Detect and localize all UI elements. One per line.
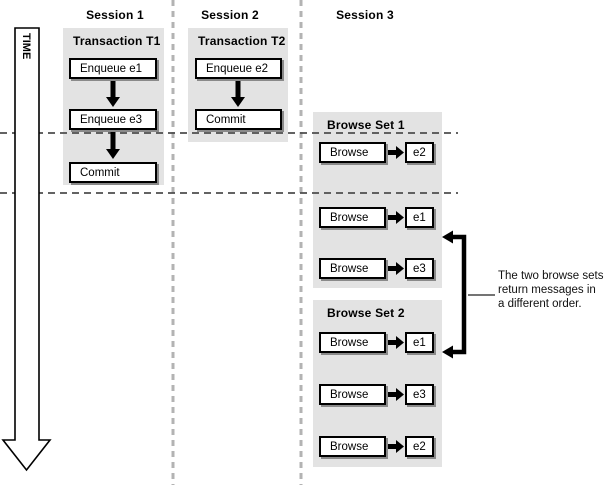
annotation-line-1: The two browse sets xyxy=(498,270,604,282)
bs1-row1-result-box: e2 xyxy=(405,142,434,163)
annotation-line-3: a different order. xyxy=(498,298,582,311)
bs2-row1-result-box: e1 xyxy=(405,332,434,353)
browse-set-2-title: Browse Set 2 xyxy=(327,306,405,320)
t1-enqueue-e1-box: Enqueue e1 xyxy=(69,58,157,79)
session-1-header: Session 1 xyxy=(86,8,144,22)
bs2-row2-result-box: e3 xyxy=(405,384,434,405)
annotation-line-2: return messages in xyxy=(498,284,596,297)
bs1-row1-browse-box: Browse xyxy=(319,142,386,163)
bs1-row3-browse-box: Browse xyxy=(319,258,386,279)
bs1-row2-result-box: e1 xyxy=(405,207,434,228)
bs2-row1-browse-box: Browse xyxy=(319,332,386,353)
transaction-t1-title: Transaction T1 xyxy=(73,34,161,48)
bs1-row2-browse-box: Browse xyxy=(319,207,386,228)
bs1-row3-result-box: e3 xyxy=(405,258,434,279)
session-3-header: Session 3 xyxy=(336,8,394,22)
t2-enqueue-e2-box: Enqueue e2 xyxy=(195,58,282,79)
annotation-text: The two browse sets return messages in a… xyxy=(498,269,609,312)
bs2-row3-browse-box: Browse xyxy=(319,436,386,457)
session-2-header: Session 2 xyxy=(201,8,259,22)
browse-set-1-title: Browse Set 1 xyxy=(327,118,405,132)
bs2-row3-result-box: e2 xyxy=(405,436,434,457)
t2-commit-box: Commit xyxy=(195,109,282,130)
transaction-t2-title: Transaction T2 xyxy=(198,34,286,48)
bs2-row2-browse-box: Browse xyxy=(319,384,386,405)
t1-commit-box: Commit xyxy=(69,162,157,183)
t1-enqueue-e3-box: Enqueue e3 xyxy=(69,109,157,130)
